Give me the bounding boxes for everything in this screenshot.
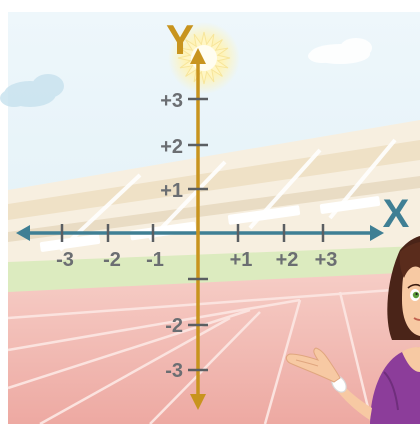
x-tick-label: +2 bbox=[276, 249, 299, 271]
x-tick-label: -1 bbox=[146, 249, 164, 271]
y-tick-label: +2 bbox=[160, 136, 183, 158]
cloud-left-icon bbox=[0, 74, 64, 107]
x-axis-left-arrow bbox=[16, 225, 30, 241]
stadium-stands bbox=[8, 120, 420, 268]
y-axis-label: Y bbox=[166, 16, 194, 63]
x-tick-label: -3 bbox=[56, 249, 74, 271]
x-tick-label: +1 bbox=[230, 249, 253, 271]
woman-presenter bbox=[285, 236, 420, 424]
x-axis-right-arrow bbox=[370, 225, 384, 241]
x-axis-label: X bbox=[383, 192, 410, 236]
running-track bbox=[7, 272, 420, 424]
y-tick-label: -3 bbox=[165, 360, 183, 382]
y-axis-bottom-arrow bbox=[190, 394, 206, 410]
sun-icon bbox=[168, 22, 240, 94]
x-axis bbox=[16, 224, 384, 242]
y-tick-label: +3 bbox=[160, 90, 183, 112]
y-tick-label: -2 bbox=[165, 315, 183, 337]
x-tick-label: +3 bbox=[315, 249, 338, 271]
y-axis-top-arrow bbox=[190, 48, 206, 64]
y-tick-label: +1 bbox=[160, 180, 183, 202]
x-tick-label: -2 bbox=[103, 249, 121, 271]
cloud-right-icon bbox=[308, 38, 372, 64]
y-axis bbox=[188, 48, 208, 410]
